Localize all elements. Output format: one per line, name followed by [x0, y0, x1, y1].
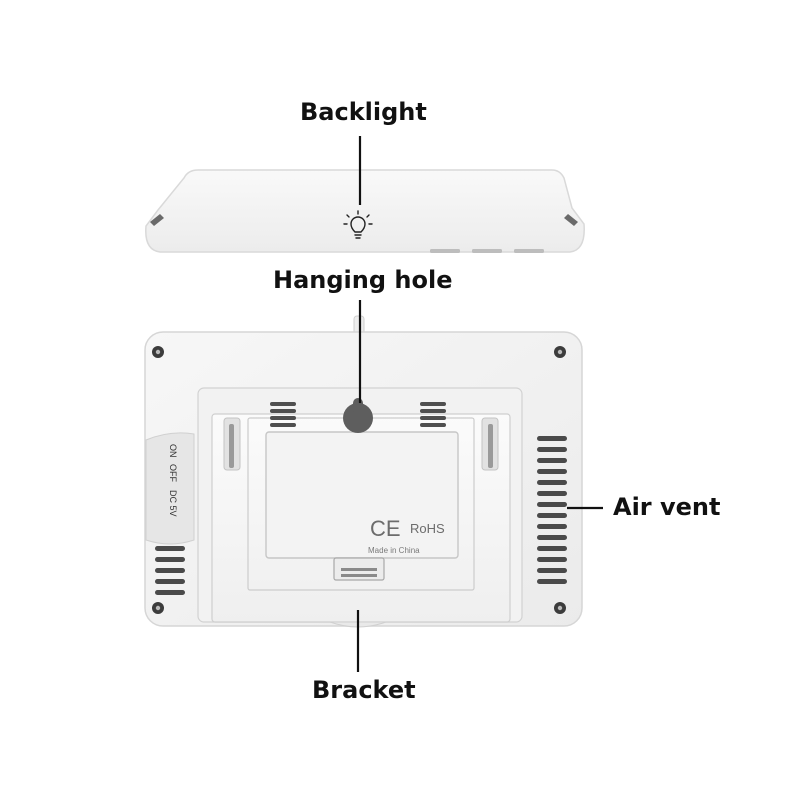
switch-off-label: OFF — [168, 464, 178, 482]
top-vent-left — [270, 402, 296, 427]
backlight-label: Backlight — [300, 98, 427, 126]
air-vent-left — [155, 546, 185, 595]
button-edge — [430, 249, 460, 253]
top-vent-right — [420, 402, 446, 427]
switch-on-label: ON — [168, 444, 178, 458]
rohs-mark: RoHS — [410, 521, 445, 536]
leader-lines — [356, 136, 603, 672]
ce-mark: CE — [370, 516, 401, 541]
bracket-hinge — [223, 417, 499, 471]
lightbulb-icon — [343, 210, 373, 239]
bracket-label: Bracket — [312, 676, 416, 704]
button-edge — [514, 249, 544, 253]
origin-label: Made in China — [368, 546, 420, 555]
screw-icon — [152, 346, 566, 614]
device-back-view: ON OFF DC 5V CE RoHS Made in China — [144, 315, 583, 628]
power-input-label: DC 5V — [168, 490, 178, 517]
air-vent-right — [537, 436, 567, 584]
battery-cover — [265, 431, 459, 559]
button-edge — [472, 249, 502, 253]
hanging-hole-label: Hanging hole — [273, 266, 453, 294]
air-vent-label: Air vent — [613, 493, 721, 521]
device-top-view — [145, 169, 585, 253]
